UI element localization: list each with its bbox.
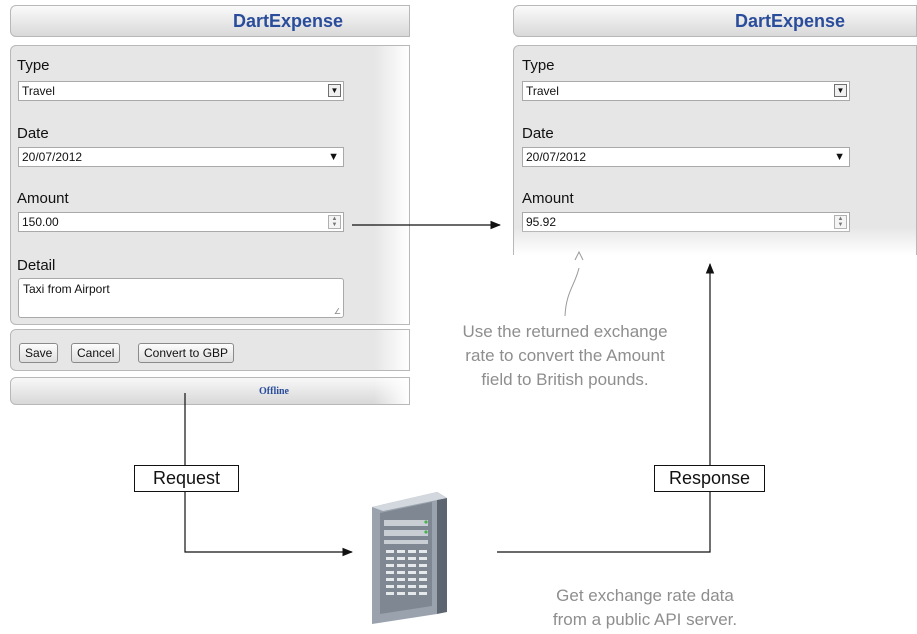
conversion-annotation-line-1: Use the returned exchange [462,322,668,341]
conversion-annotation-line-2: rate to convert the Amount [465,346,665,365]
conversion-annotation-line-3: field to British pounds. [481,370,649,389]
right-expense-form: Type Travel ▼ Date 20/07/2012 ▼ Amount 9… [513,45,917,255]
form-fade [374,46,409,324]
server-annotation-line-2: from a public API server. [552,610,738,629]
date-dropdown-icon[interactable]: ▼ [328,151,339,163]
save-button[interactable]: Save [19,343,59,363]
detail-textarea[interactable]: Taxi from Airport ∠ [18,278,344,318]
date-input[interactable]: 20/07/2012 ▼ [18,147,344,167]
right-type-label: Type [522,57,555,74]
left-app-header: DartExpense [10,5,410,37]
request-arrow [184,393,354,557]
convert-to-gbp-button[interactable]: Convert to GBP [138,343,235,363]
left-expense-form: Type Travel ▼ Date 20/07/2012 ▼ Amount 1… [10,45,410,325]
button-bar-fade [374,330,409,370]
date-label: Date [17,125,49,142]
status-text: Offline [259,385,289,397]
detail-value: Taxi from Airport [23,282,110,296]
date-dropdown-icon[interactable]: ▼ [834,151,845,163]
right-date-input[interactable]: 20/07/2012 ▼ [522,147,850,167]
response-label: Response [654,465,765,492]
resize-grip-icon[interactable]: ∠ [333,307,341,316]
right-amount-label: Amount [522,190,574,207]
cancel-button[interactable]: Cancel [71,343,121,363]
left-app-title: DartExpense [233,10,344,31]
type-select-value: Travel [22,84,55,98]
server-annotation-line-1: Get exchange rate data [556,586,734,605]
amount-label: Amount [17,190,69,207]
server-annotation: Get exchange rate data from a public API… [505,584,785,632]
response-arrow [497,262,715,553]
type-label: Type [17,57,50,74]
spinner-icon[interactable]: ▲▼ [328,215,341,229]
footer-fade [374,378,409,404]
date-value: 20/07/2012 [22,150,83,164]
right-type-value: Travel [526,84,559,98]
type-select[interactable]: Travel ▼ [18,81,344,101]
annotation-callout [564,267,580,317]
amount-input[interactable]: 150.00 ▲▼ [18,212,344,232]
conversion-annotation: Use the returned exchange rate to conver… [420,320,710,392]
right-date-label: Date [522,125,554,142]
left-button-bar: Save Cancel Convert to GBP [10,329,410,371]
amount-value: 150.00 [22,215,59,229]
right-date-value: 20/07/2012 [526,150,587,164]
chevron-down-icon[interactable]: ▼ [834,84,847,97]
detail-label: Detail [17,257,56,274]
right-amount-value: 95.92 [526,215,557,229]
right-app-header: DartExpense [513,5,917,37]
server-icon [372,492,447,624]
request-label: Request [134,465,239,492]
chevron-down-icon[interactable]: ▼ [328,84,341,97]
right-app-title: DartExpense [735,10,846,31]
right-type-select[interactable]: Travel ▼ [522,81,850,101]
form-bottom-fade [514,227,916,255]
left-status-bar: Offline [10,377,410,405]
